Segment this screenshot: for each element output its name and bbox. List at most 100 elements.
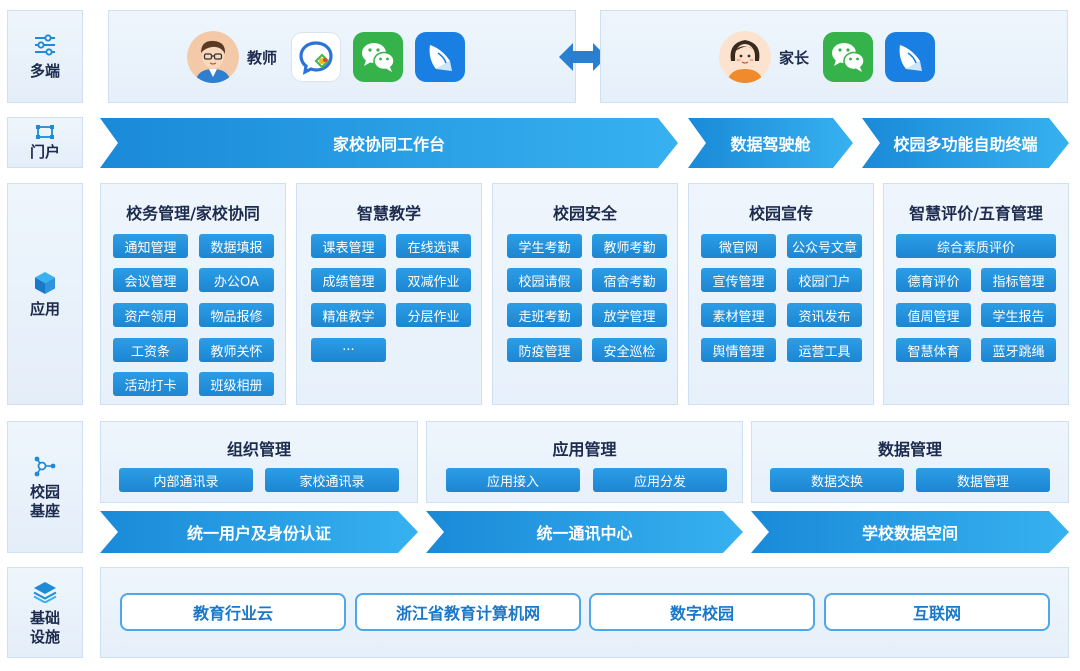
base-bar-unified-identity[interactable]: 统一用户及身份认证	[100, 511, 418, 553]
wechat-icon[interactable]	[823, 32, 874, 82]
app-tag[interactable]: 值周管理	[896, 303, 971, 327]
app-column-evaluation: 智慧评价/五育管理 综合素质评价 德育评价 指标管理 值周管理 学生报告 智慧体…	[883, 183, 1069, 405]
app-tag[interactable]: 校园请假	[507, 268, 582, 292]
app-tag[interactable]: 课表管理	[311, 234, 386, 258]
app-tag[interactable]: 分层作业	[396, 303, 471, 327]
infra-digital-campus: 数字校园	[589, 593, 815, 631]
app-tag[interactable]: 公众号文章	[787, 234, 862, 258]
app-tag[interactable]: 教师关怀	[199, 338, 274, 362]
teacher-endpoint: 教师	[187, 31, 477, 83]
parent-endpoint-panel: 家长	[600, 10, 1068, 103]
parent-label: 家长	[779, 48, 810, 67]
app-tag[interactable]: 物品报修	[199, 303, 274, 327]
app-tag[interactable]: 校园门户	[787, 268, 862, 292]
app-tag[interactable]: 学生报告	[981, 303, 1056, 327]
app-tag[interactable]: 会议管理	[113, 268, 188, 292]
app-column-title: 校务管理/家校协同	[126, 204, 260, 223]
app-tag[interactable]: 微官网	[701, 234, 776, 258]
app-tag[interactable]: 活动打卡	[113, 372, 188, 396]
feishu-icon[interactable]	[415, 32, 466, 82]
dingtalk-icon[interactable]	[291, 32, 342, 82]
app-tag[interactable]: 办公OA	[199, 268, 274, 292]
base-bar-label: 统一通讯中心	[536, 524, 633, 543]
row-label-apps: 应用	[7, 183, 83, 405]
app-tag[interactable]: 舆情管理	[701, 338, 776, 362]
app-column-teaching: 智慧教学 课表管理 在线选课 成绩管理 双减作业 精准教学 分层作业 ···	[296, 183, 482, 405]
base-bar-label: 统一用户及身份认证	[186, 524, 331, 543]
wechat-icon[interactable]	[353, 32, 404, 82]
portal-home-school-workbench[interactable]: 家校协同工作台	[100, 118, 678, 168]
base-data-management: 数据管理 数据交换 数据管理	[751, 421, 1069, 503]
app-tag[interactable]: 数据填报	[199, 234, 274, 258]
app-column-safety: 校园安全 学生考勤 教师考勤 校园请假 宿舍考勤 走班考勤 放学管理 防疫管理 …	[492, 183, 678, 405]
app-column-title: 校园安全	[552, 204, 617, 223]
app-tag[interactable]: 防疫管理	[507, 338, 582, 362]
row-label-text: 基础 设施	[29, 608, 60, 646]
base-bar-school-data-space[interactable]: 学校数据空间	[751, 511, 1069, 553]
app-tag[interactable]: 资产领用	[113, 303, 188, 327]
app-tag[interactable]: 精准教学	[311, 303, 386, 327]
app-tag[interactable]: 运营工具	[787, 338, 862, 362]
portal-frame-icon	[32, 123, 58, 141]
portal-data-cockpit[interactable]: 数据驾驶舱	[688, 118, 853, 168]
app-tag[interactable]: 宿舍考勤	[592, 268, 667, 292]
row-label-infrastructure: 基础 设施	[7, 567, 83, 658]
app-column-title: 智慧教学	[356, 204, 421, 223]
row-label-multi-end: 多端	[7, 10, 83, 103]
portal-label: 校园多功能自助终端	[893, 135, 1038, 154]
base-tag[interactable]: 内部通讯录	[119, 468, 253, 492]
base-title: 数据管理	[877, 440, 942, 459]
bidirectional-arrow-icon	[559, 40, 607, 74]
app-column-admin: 校务管理/家校协同 通知管理 数据填报 会议管理 办公OA 资产领用 物品报修 …	[100, 183, 286, 405]
app-tag[interactable]: 安全巡检	[592, 338, 667, 362]
app-tag[interactable]: 德育评价	[896, 268, 971, 292]
app-tag[interactable]: 通知管理	[113, 234, 188, 258]
base-bar-unified-messaging[interactable]: 统一通讯中心	[426, 511, 743, 553]
infra-zhejiang-edu-network: 浙江省教育计算机网	[355, 593, 581, 631]
app-tag[interactable]: 工资条	[113, 338, 188, 362]
app-column-promotion: 校园宣传 微官网 公众号文章 宣传管理 校园门户 素材管理 资讯发布 舆情管理 …	[688, 183, 874, 405]
base-tag[interactable]: 数据管理	[916, 468, 1050, 492]
app-tag[interactable]: 在线选课	[396, 234, 471, 258]
portal-self-service-terminal[interactable]: 校园多功能自助终端	[862, 118, 1069, 168]
base-tag[interactable]: 数据交换	[770, 468, 904, 492]
row-label-text: 应用	[29, 299, 60, 318]
app-tag[interactable]: 素材管理	[701, 303, 776, 327]
app-tag[interactable]: 双减作业	[396, 268, 471, 292]
network-nodes-icon	[32, 453, 58, 479]
teacher-endpoint-panel: 教师	[108, 10, 576, 103]
layers-icon	[32, 579, 58, 605]
app-tag[interactable]: 成绩管理	[311, 268, 386, 292]
app-tag[interactable]: 宣传管理	[701, 268, 776, 292]
app-tag[interactable]: 资讯发布	[787, 303, 862, 327]
base-title: 组织管理	[226, 440, 291, 459]
app-tag[interactable]: 放学管理	[592, 303, 667, 327]
app-column-title: 校园宣传	[748, 204, 813, 223]
app-tag[interactable]: 蓝牙跳绳	[981, 338, 1056, 362]
app-tag[interactable]: 智慧体育	[896, 338, 971, 362]
infra-internet: 互联网	[824, 593, 1050, 631]
row-label-portal: 门户	[7, 117, 83, 168]
sliders-icon	[32, 32, 58, 58]
row-label-campus-base: 校园 基座	[7, 421, 83, 553]
feishu-icon[interactable]	[885, 32, 936, 82]
teacher-avatar	[187, 31, 239, 83]
teacher-label: 教师	[247, 48, 278, 67]
app-tag[interactable]: 学生考勤	[507, 234, 582, 258]
base-tag[interactable]: 家校通讯录	[265, 468, 399, 492]
app-tag[interactable]: 指标管理	[981, 268, 1056, 292]
base-tag[interactable]: 应用接入	[446, 468, 580, 492]
base-bar-label: 学校数据空间	[861, 524, 958, 543]
base-tag[interactable]: 应用分发	[593, 468, 727, 492]
app-tag[interactable]: 走班考勤	[507, 303, 582, 327]
more-tag[interactable]: ···	[311, 338, 386, 362]
app-column-title: 智慧评价/五育管理	[909, 204, 1043, 223]
app-tag[interactable]: 班级相册	[199, 372, 274, 396]
app-tag[interactable]: 教师考勤	[592, 234, 667, 258]
parent-endpoint: 家长	[719, 31, 947, 83]
base-org-management: 组织管理 内部通讯录 家校通讯录	[100, 421, 418, 503]
parent-avatar	[719, 31, 771, 83]
base-app-management: 应用管理 应用接入 应用分发	[426, 421, 743, 503]
row-label-text: 多端	[29, 62, 60, 80]
app-tag-wide[interactable]: 综合素质评价	[896, 234, 1056, 258]
